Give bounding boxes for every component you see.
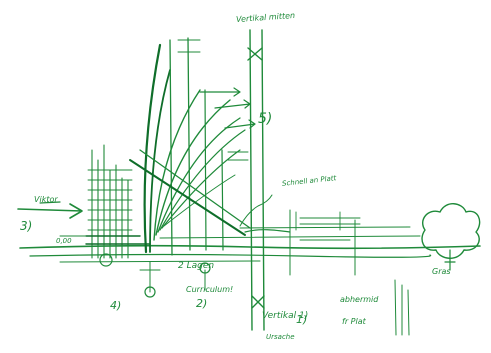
bottom-center-text: Vertikal 1) — [262, 311, 309, 321]
center-text-a: 2 Lagen — [178, 261, 215, 271]
label-1: 1) — [296, 313, 308, 326]
bottom-right-text-b: fr Plat — [342, 317, 366, 326]
bottom-right-text-a: abhermid — [340, 295, 379, 304]
label-5: 5) — [258, 111, 273, 127]
center-text-b: Curriculum! — [186, 285, 234, 294]
bottom-center-sub: Ursache — [266, 333, 295, 341]
label-3: 3) — [20, 219, 33, 233]
small-left-text: 0,00 — [56, 237, 72, 245]
label-2: 2) — [196, 297, 208, 310]
right-tree-text: Gras — [432, 267, 451, 276]
label-4: 4) — [110, 299, 122, 312]
left-arrow-text: Viktor — [34, 195, 58, 204]
